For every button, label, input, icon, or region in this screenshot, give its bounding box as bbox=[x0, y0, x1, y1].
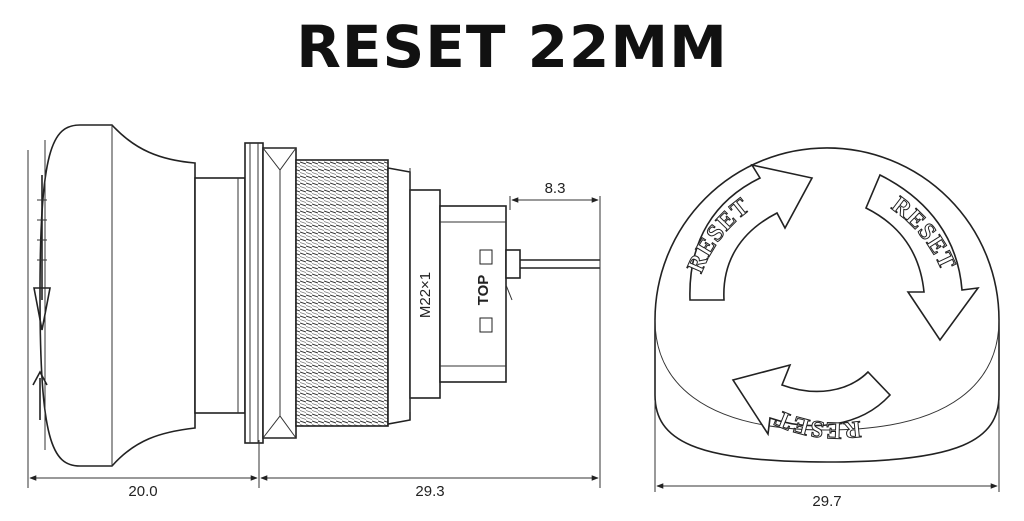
curved-arrow-icon-2 bbox=[864, 173, 980, 342]
thread-spec-label: M22×1 bbox=[417, 272, 434, 318]
contact-block bbox=[439, 205, 507, 383]
top-mark-icon-2 bbox=[479, 317, 493, 333]
top-mark-label: TOP bbox=[475, 275, 492, 306]
dim-head-diameter: 29.7 bbox=[812, 493, 841, 510]
thread-end bbox=[387, 167, 411, 425]
page-title: RESET 22MM bbox=[296, 13, 728, 81]
dimension-lines: 20.0 29.3 8.3 bbox=[27, 150, 601, 500]
dim-body-length: 29.3 bbox=[415, 483, 444, 500]
front-view: RESET RESET RESET 29.7 bbox=[654, 147, 1000, 510]
mushroom-head bbox=[39, 124, 196, 467]
dim-head-length: 20.0 bbox=[128, 483, 157, 500]
head-arrow-icon-2 bbox=[32, 370, 48, 420]
bezel-ring bbox=[244, 142, 264, 444]
head-arrow-icon bbox=[33, 175, 51, 331]
dim-terminal-length: 8.3 bbox=[545, 180, 566, 197]
top-mark-icon bbox=[479, 249, 493, 265]
curved-arrow-icon bbox=[689, 163, 814, 301]
curved-arrow-icon-3 bbox=[731, 363, 892, 437]
side-view: M22×1 TOP bbox=[32, 124, 601, 467]
terminal-block bbox=[505, 249, 521, 279]
threaded-body bbox=[295, 159, 389, 427]
